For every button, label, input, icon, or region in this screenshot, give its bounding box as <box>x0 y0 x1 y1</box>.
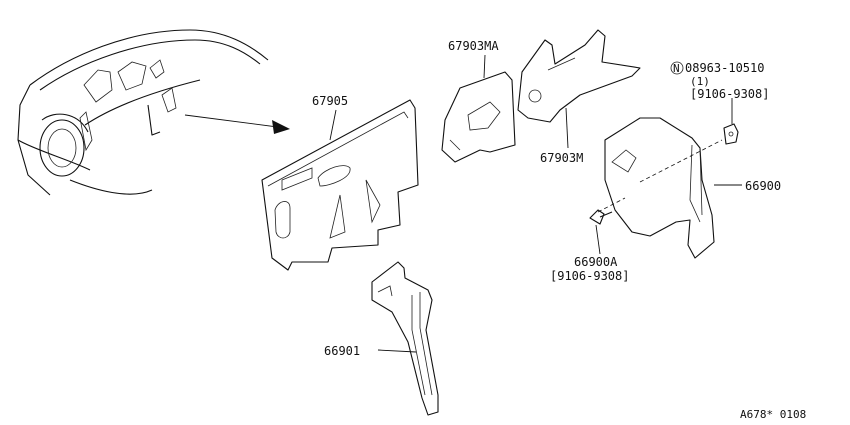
label-67903M: 67903M <box>540 151 583 165</box>
pad-67903M <box>517 29 641 149</box>
n-marker-circle <box>670 61 684 75</box>
label-08963-qty: (1) <box>690 75 710 88</box>
pillar-66901 <box>371 261 439 416</box>
pad-67903MA <box>441 54 516 163</box>
drawing-code: A678* 0108 <box>740 408 806 421</box>
label-66900A: 66900A <box>574 255 618 269</box>
arrow <box>184 114 290 134</box>
car-outline <box>17 29 269 196</box>
label-08963-date: [9106-9308] <box>690 87 769 101</box>
label-66901: 66901 <box>324 344 360 358</box>
label-67903MA: 67903MA <box>448 39 499 53</box>
n-marker-letter: N <box>673 62 680 75</box>
label-66900: 66900 <box>745 179 781 193</box>
bracket-66900 <box>597 117 742 259</box>
screw-66900A <box>589 209 613 255</box>
label-66900A-date: [9106-9308] <box>550 269 629 283</box>
panel-67905 <box>261 99 419 271</box>
label-67905: 67905 <box>312 94 348 108</box>
label-08963: 08963-10510 <box>685 61 764 75</box>
clip-08963 <box>670 61 739 145</box>
